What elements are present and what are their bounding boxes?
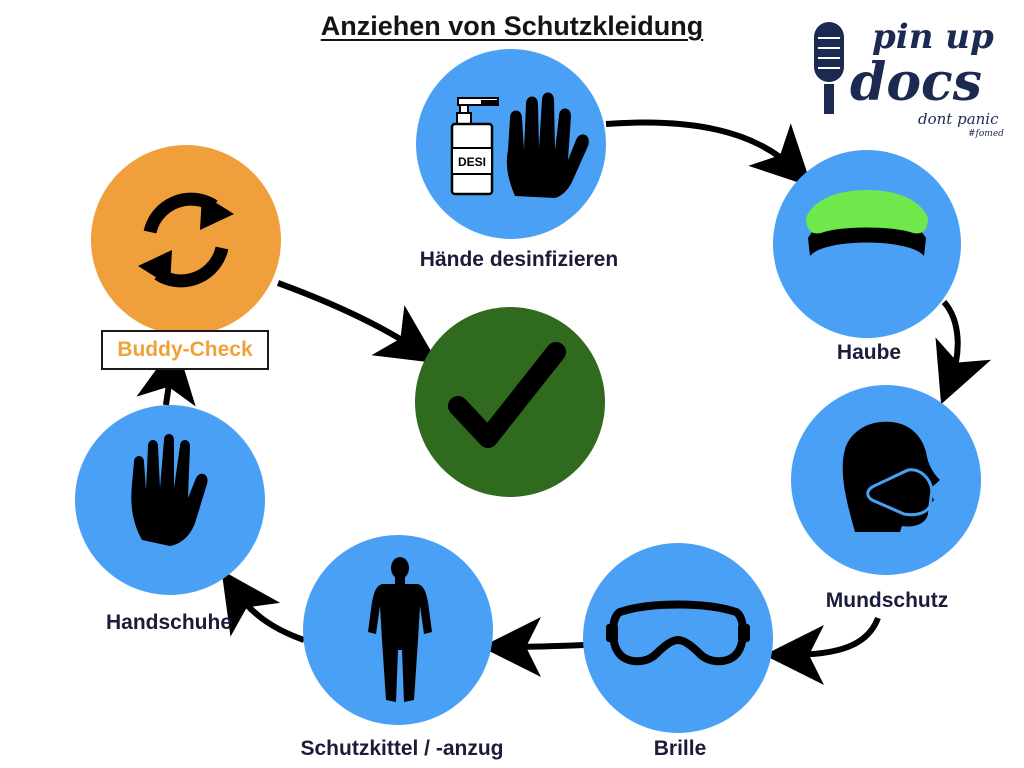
- arrow-handschuhe-to-buddy: [136, 342, 196, 407]
- step-label-haende: Hände desinfizieren: [419, 248, 619, 271]
- person-silhouette-icon: [368, 557, 432, 702]
- step-label-brille: Brille: [653, 737, 707, 760]
- refresh-cycle-icon: [138, 192, 234, 288]
- face-mask-icon: [842, 421, 940, 532]
- hand-icon: [506, 92, 589, 198]
- goggles-icon: [606, 600, 750, 666]
- step-label-mundschutz: Mundschutz: [825, 589, 949, 612]
- step-label-handschuhe: Handschuhe: [105, 611, 233, 634]
- step-circle-buddy: [91, 145, 281, 335]
- step-circle-haube: [773, 150, 961, 338]
- sanitizer-bottle-icon: DESI: [450, 97, 499, 196]
- page-title: Anziehen von Schutzkleidung: [320, 11, 704, 41]
- step-label-haube: Haube: [836, 341, 902, 364]
- arrow-haende-to-haube: [605, 119, 812, 187]
- logo-hashtag: #fomed: [968, 129, 1004, 139]
- arrow-mundschutz-to-brille: [764, 616, 881, 685]
- arrow-kittel-to-handschuhe: [221, 570, 305, 643]
- logo-line2: docs: [850, 52, 982, 113]
- arrow-buddy-to-done: [276, 280, 439, 364]
- microphone-icon: [814, 22, 844, 114]
- step-label-kittel: Schutzkittel / -anzug: [300, 737, 504, 760]
- raised-hand-icon: [131, 434, 208, 546]
- checkmark-icon: [448, 342, 566, 448]
- cap-icon: [806, 190, 928, 256]
- logo-line1: pin up: [872, 17, 994, 57]
- step-label-buddy: Buddy-Check: [101, 330, 269, 370]
- arrow-haube-to-mundschutz: [935, 300, 992, 405]
- logo-tagline: dont panic: [918, 110, 999, 128]
- logo: pin up docs dont panic #fomed: [814, 17, 1004, 139]
- arrow-brille-to-kittel: [481, 616, 585, 677]
- desi-label: DESI: [458, 155, 486, 169]
